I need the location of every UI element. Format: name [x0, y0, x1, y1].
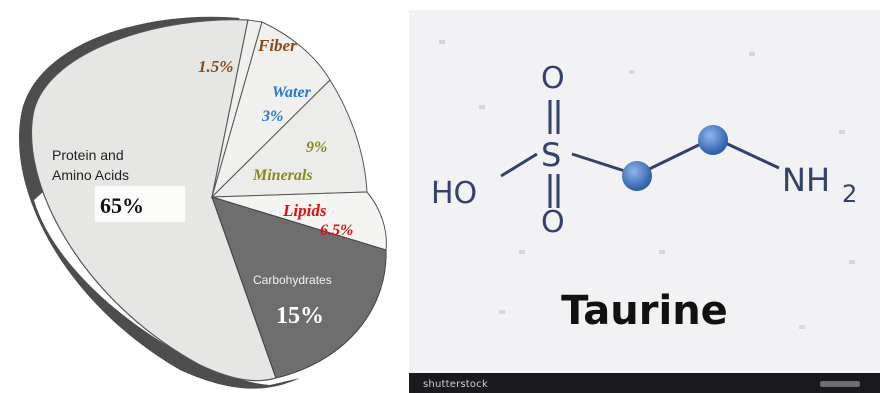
hydroxyl-label: HO	[431, 176, 477, 211]
watermark-bar: shutterstock	[409, 373, 880, 393]
minerals-label: Minerals	[252, 167, 313, 184]
amine-label: NH	[782, 161, 830, 199]
lipids-percent: 6.5%	[320, 222, 353, 239]
water-label: Water	[272, 84, 312, 101]
pie-slice-lipids	[211, 191, 387, 251]
pie-chart-panel: Fiber 1.5% Water 3% 9% Minerals Lipids 6…	[0, 0, 405, 393]
protein-label-line2: Amino Acids	[52, 167, 129, 183]
oxygen-top-label: O	[541, 61, 565, 96]
protein-percent: 65%	[100, 193, 144, 218]
minerals-percent: 9%	[306, 139, 327, 156]
fiber-percent: 1.5%	[198, 57, 233, 76]
watermark-logo	[820, 381, 860, 387]
pie-slice-minerals	[210, 79, 368, 198]
protein-label-line1: Protein and	[52, 147, 124, 163]
carbohydrates-label: Carbohydrates	[253, 273, 332, 287]
pie-chart: Fiber 1.5% Water 3% 9% Minerals Lipids 6…	[0, 0, 405, 393]
molecule-title: Taurine	[561, 288, 728, 334]
carbon-atom-2	[698, 125, 728, 155]
pie-slice-carbohydrates	[211, 196, 387, 379]
water-percent: 3%	[261, 108, 283, 125]
bonds	[500, 100, 780, 208]
amine-subscript: 2	[842, 180, 857, 208]
pie-slice-water	[210, 21, 331, 199]
carbohydrates-percent: 15%	[276, 303, 324, 329]
taurine-structure: O S O HO NH 2	[431, 40, 857, 329]
carbon-atom-1	[622, 161, 652, 191]
sulfur-label: S	[541, 136, 561, 174]
fiber-label: Fiber	[257, 36, 297, 55]
protein-label-patch	[95, 186, 185, 222]
lipids-label: Lipids	[282, 201, 327, 220]
oxygen-bottom-label: O	[541, 205, 565, 240]
taurine-molecule-panel: O S O HO NH 2 Taurine shutterstock	[409, 10, 880, 393]
watermark-text: shutterstock	[423, 379, 488, 390]
